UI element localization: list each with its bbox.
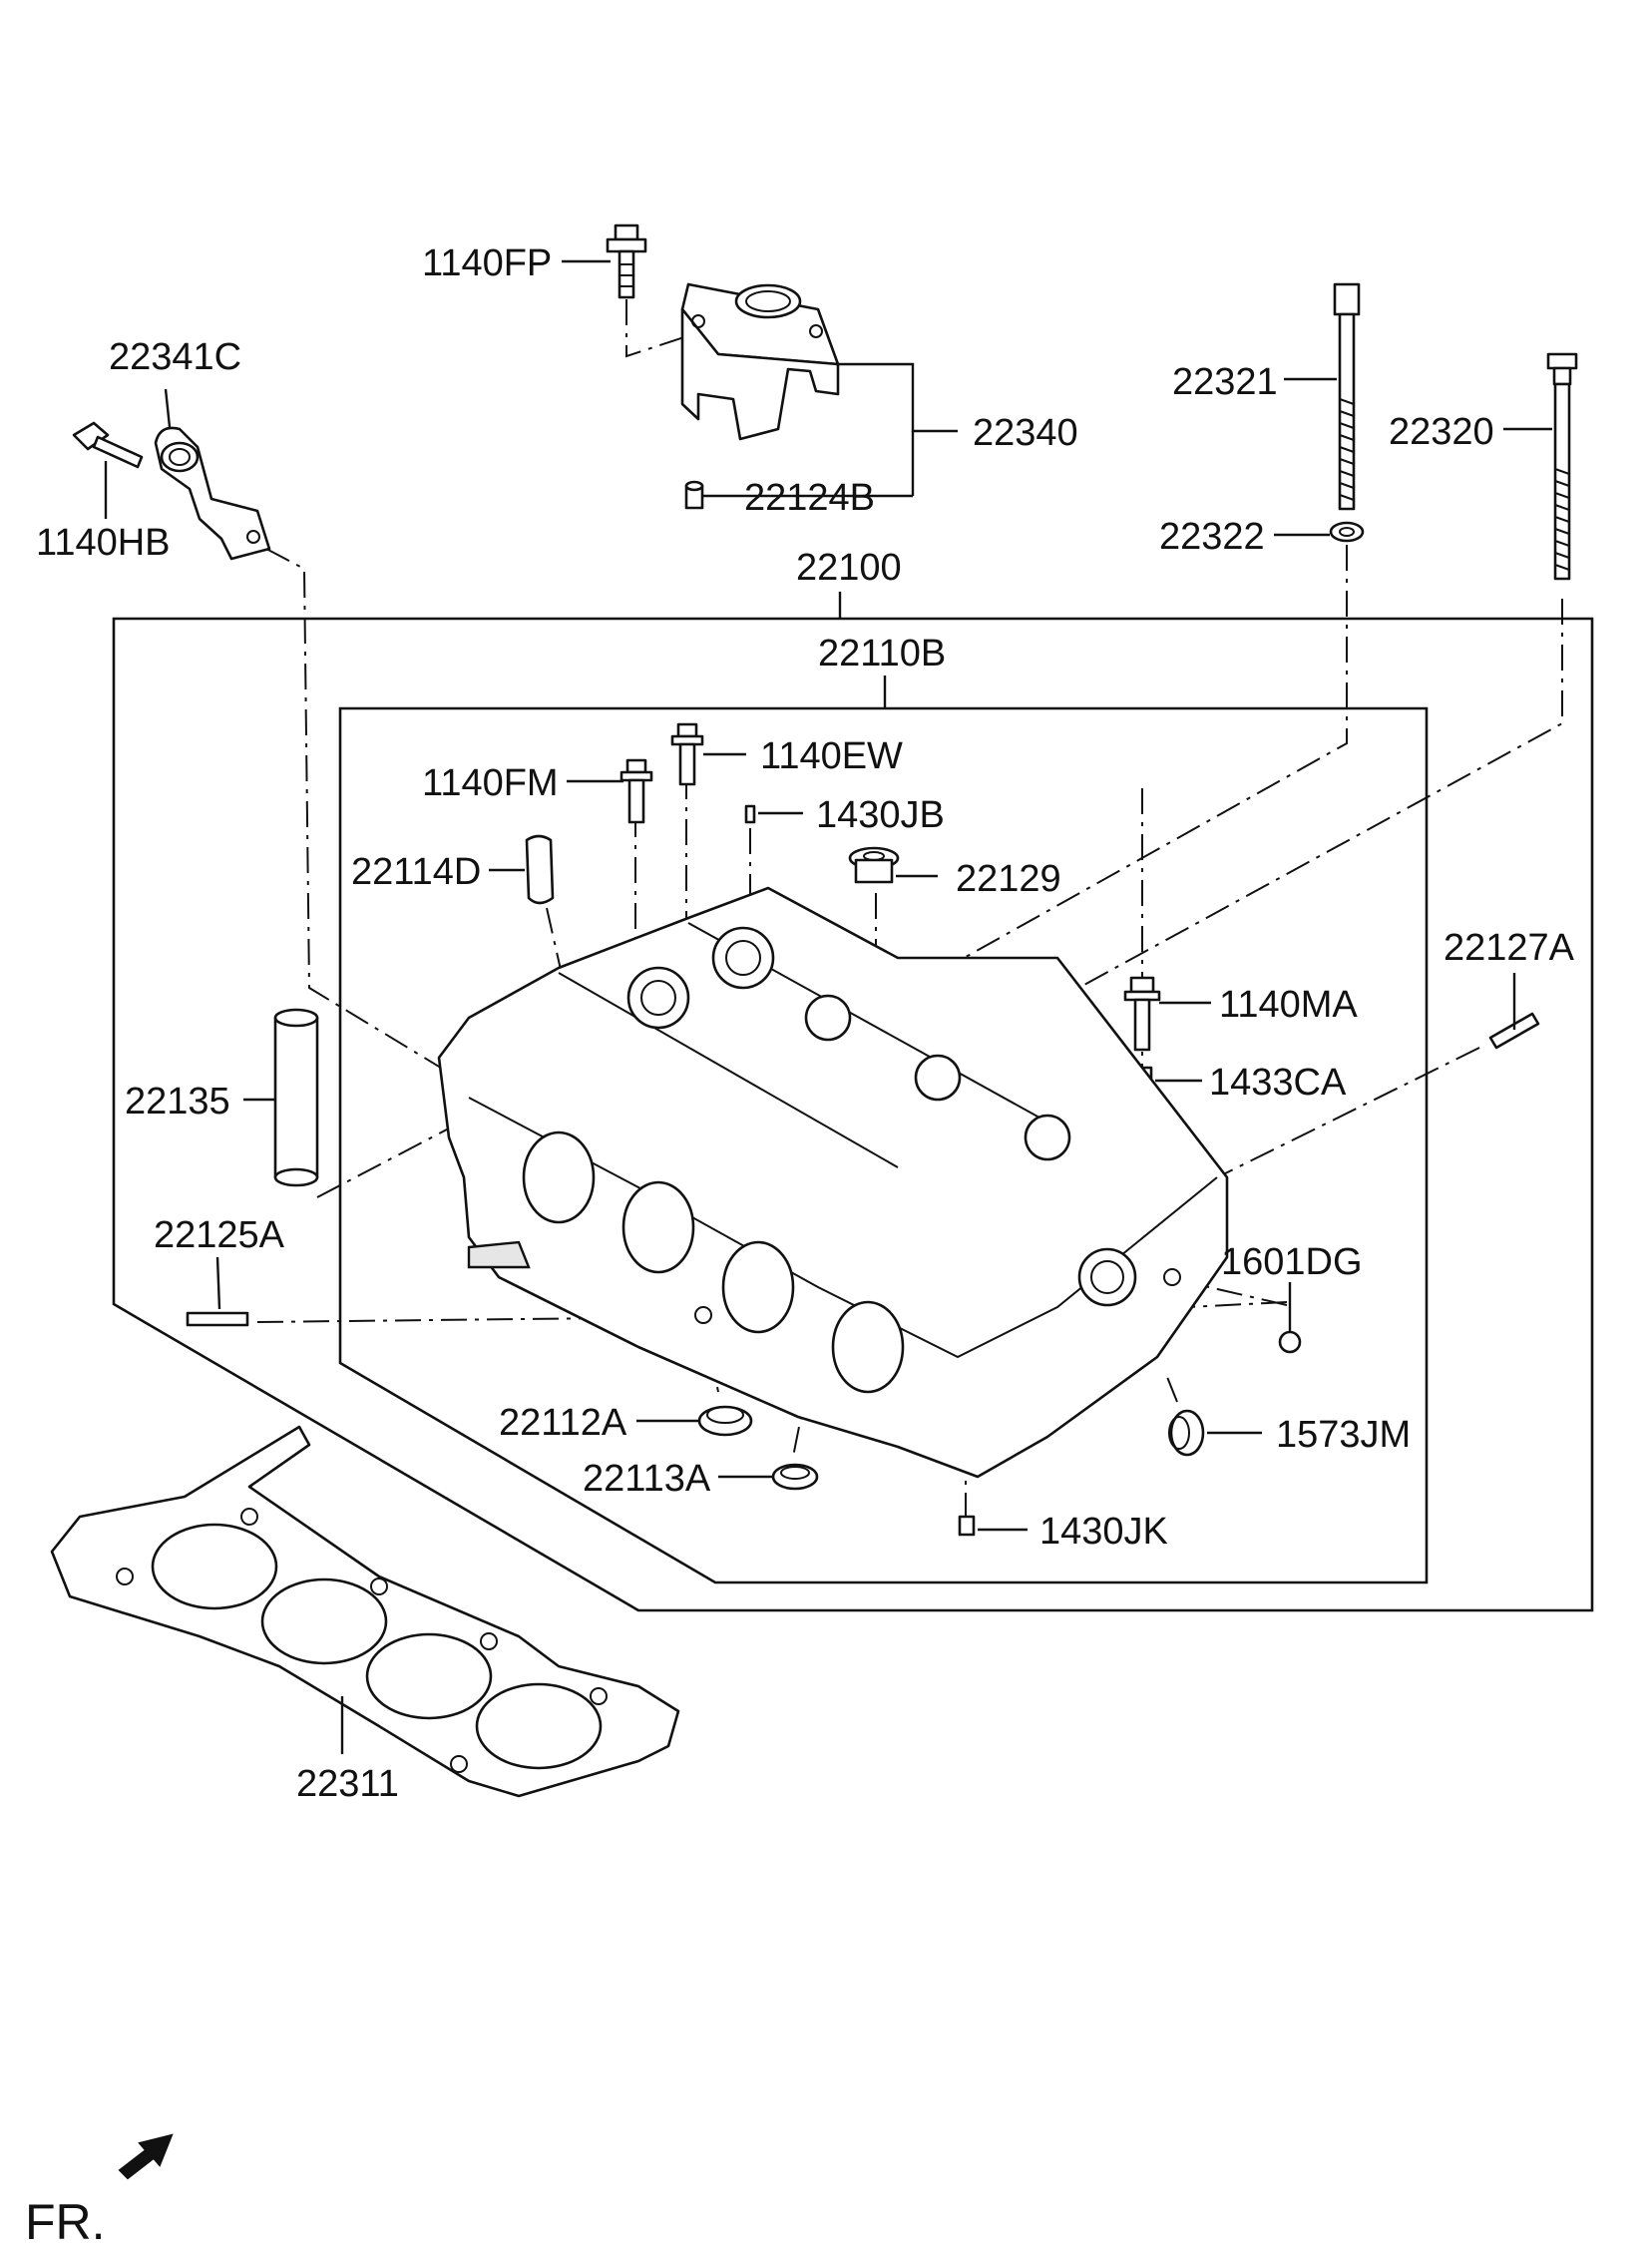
label-22341C: 22341C: [109, 336, 241, 378]
bracket-22341C-part: [154, 426, 271, 561]
housing-22340-part: [680, 282, 840, 441]
bolt-1140FP-part: [606, 224, 647, 299]
seal-22112A-part: [697, 1405, 753, 1437]
label-1140EW: 1140EW: [760, 735, 903, 777]
label-22322: 22322: [1159, 516, 1265, 558]
pin-1430JB-part: [744, 804, 756, 824]
seal-22113A-part: [771, 1463, 819, 1491]
label-22113A: 22113A: [583, 1458, 711, 1500]
label-22321: 22321: [1172, 361, 1278, 403]
leader-lines: [104, 259, 1552, 1754]
label-1140MA: 1140MA: [1219, 984, 1358, 1026]
ball-1601DG-part: [1278, 1330, 1302, 1354]
front-direction-label: FR.: [25, 2194, 106, 2250]
label-22100: 22100: [796, 547, 902, 589]
dowel-22124B-part: [684, 480, 704, 510]
label-1140HB: 1140HB: [36, 522, 171, 564]
bolt-1140EW-part: [670, 722, 704, 786]
seal-1573JM-part: [1168, 1409, 1205, 1457]
assembly-frame-22110B: [338, 706, 1429, 1584]
bolt-1140MA-part: [1123, 976, 1161, 1052]
stud-22125A-part: [186, 1311, 249, 1327]
label-1430JB: 1430JB: [816, 794, 945, 836]
label-22129: 22129: [956, 858, 1061, 900]
label-22135: 22135: [125, 1081, 230, 1123]
guide-22114D-part: [525, 834, 555, 905]
label-1140FM: 1140FM: [422, 762, 559, 804]
assembly-frame-22100: [112, 617, 1594, 1612]
pin-22135-part: [273, 1008, 319, 1187]
plug-22129-part: [848, 846, 900, 884]
bolt-1140FM-part: [620, 758, 653, 824]
bolt-1140HB-part: [72, 421, 144, 469]
head-gasket-22311-part: [50, 1425, 680, 1798]
label-22127A: 22127A: [1444, 927, 1575, 969]
washer-22322-part: [1329, 521, 1365, 543]
label-22311: 22311: [296, 1763, 399, 1805]
label-22112A: 22112A: [499, 1402, 627, 1444]
cylinder-head-body: [437, 886, 1229, 1479]
label-22124B: 22124B: [744, 477, 875, 519]
label-22110B: 22110B: [818, 633, 946, 675]
bolt-22320-part: [1546, 352, 1578, 581]
bolt-22321-part: [1333, 282, 1361, 511]
label-22340: 22340: [973, 412, 1078, 454]
label-1601DG: 1601DG: [1221, 1241, 1363, 1283]
label-22320: 22320: [1389, 411, 1494, 453]
stud-22127A-part: [1488, 1012, 1540, 1050]
label-1430JK: 1430JK: [1039, 1511, 1168, 1553]
label-22125A: 22125A: [154, 1214, 285, 1256]
front-direction-arrow-icon: [118, 2133, 174, 2180]
label-1140FP: 1140FP: [422, 242, 552, 284]
label-1573JM: 1573JM: [1276, 1414, 1411, 1456]
label-1433CA: 1433CA: [1209, 1062, 1347, 1104]
pin-1430JK-part: [958, 1515, 976, 1537]
label-22114D: 22114D: [351, 851, 481, 893]
